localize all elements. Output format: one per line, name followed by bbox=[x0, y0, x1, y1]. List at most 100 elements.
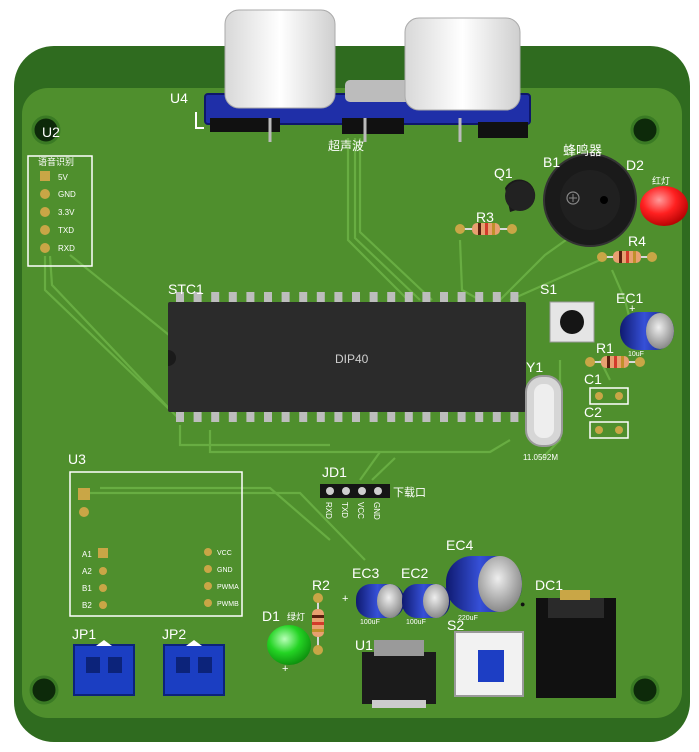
label-dip40: DIP40 bbox=[335, 352, 369, 366]
u3-pin-label: B2 bbox=[82, 601, 92, 610]
mcu-pin bbox=[193, 412, 202, 422]
capacitor-ec4 bbox=[446, 556, 522, 612]
capacitor-ec1 bbox=[620, 312, 674, 350]
mcu-pin bbox=[422, 292, 431, 302]
crystal-y1 bbox=[525, 375, 563, 447]
u3-pin-label: VCC bbox=[217, 550, 232, 557]
ultrasonic-crystal bbox=[345, 80, 415, 102]
u3-pad bbox=[99, 584, 107, 592]
u2-pin-label: GND bbox=[58, 190, 76, 199]
mcu-pin bbox=[176, 412, 184, 422]
mcu-pin bbox=[387, 292, 396, 302]
u3-pad bbox=[204, 582, 212, 590]
mcu-pin bbox=[176, 292, 184, 302]
mcu-pin bbox=[211, 292, 220, 302]
label-r1: R1 bbox=[596, 340, 614, 356]
label-download: 下载口 bbox=[393, 486, 426, 499]
mounting-hole bbox=[29, 675, 59, 705]
label-ec2-value: 100uF bbox=[406, 619, 426, 626]
u3-pin-label: B1 bbox=[82, 584, 92, 593]
download-header-jd1: RXD TXD VCC GND bbox=[320, 484, 390, 520]
mounting-hole bbox=[630, 675, 660, 705]
label-q1: Q1 bbox=[494, 165, 513, 181]
ec1-plus: + bbox=[629, 303, 635, 315]
label-r2: R2 bbox=[312, 577, 330, 593]
label-jp2: JP2 bbox=[162, 626, 186, 642]
u3-pad bbox=[98, 548, 108, 558]
led-d1 bbox=[267, 625, 311, 665]
label-r4: R4 bbox=[628, 233, 646, 249]
motor-driver-u3: A1 A2 B1 B2 VCC GND PWMA PWMB bbox=[69, 471, 243, 617]
label-u3: U3 bbox=[68, 451, 86, 467]
mounting-hole bbox=[630, 115, 660, 145]
u3-pad bbox=[79, 507, 89, 517]
mcu-pin bbox=[369, 412, 378, 422]
label-dc1: DC1 bbox=[535, 577, 563, 593]
label-ec3: EC3 bbox=[352, 565, 379, 581]
u2-pad bbox=[40, 225, 50, 235]
u2-pad bbox=[40, 171, 50, 181]
label-ec2: EC2 bbox=[401, 565, 428, 581]
ultrasonic-header bbox=[210, 118, 280, 132]
label-crystal-freq: 11.0592M bbox=[523, 453, 558, 462]
label-u4: U4 bbox=[170, 90, 188, 106]
u3-pad bbox=[204, 565, 212, 573]
u2-pin-label: RXD bbox=[58, 244, 75, 253]
label-stc1: STC1 bbox=[168, 281, 204, 297]
mcu-pin bbox=[299, 412, 308, 422]
mcu-pin bbox=[422, 412, 431, 422]
mcu-pin bbox=[264, 412, 272, 422]
label-d2: D2 bbox=[626, 157, 644, 173]
ec3-plus: + bbox=[342, 593, 348, 605]
buzzer-b1 bbox=[543, 153, 637, 247]
mcu-pin bbox=[440, 292, 448, 302]
label-green-led: 绿灯 bbox=[287, 611, 305, 622]
mounting-holes bbox=[29, 115, 660, 705]
mcu-pin bbox=[404, 292, 413, 302]
mcu-body bbox=[168, 302, 526, 412]
u3-pad bbox=[78, 488, 90, 500]
jd1-pin-label: RXD bbox=[324, 502, 333, 519]
u2-pad bbox=[40, 243, 50, 253]
u3-pin-label: A1 bbox=[82, 550, 92, 559]
mcu-pin bbox=[492, 412, 501, 422]
label-ec4: EC4 bbox=[446, 537, 473, 553]
ultrasonic-header bbox=[478, 122, 528, 138]
ultrasonic-module bbox=[195, 9, 531, 142]
mcu-pin bbox=[299, 292, 308, 302]
label-y1: Y1 bbox=[526, 359, 543, 375]
jd1-pin-label: VCC bbox=[356, 502, 365, 519]
mcu-pin bbox=[211, 412, 220, 422]
u3-pad bbox=[204, 599, 212, 607]
label-s1: S1 bbox=[540, 281, 557, 297]
mcu-pin bbox=[246, 412, 255, 422]
label-ec3-value: 100uF bbox=[360, 619, 380, 626]
mcu-pin bbox=[457, 292, 466, 302]
capacitor-ec3 bbox=[356, 584, 404, 618]
mcu-pin bbox=[475, 412, 484, 422]
label-r3: R3 bbox=[476, 209, 494, 225]
mounting-hole bbox=[31, 115, 61, 145]
voice-module-outline bbox=[27, 155, 93, 267]
jd1-pin-label: TXD bbox=[340, 502, 349, 518]
mcu-pin bbox=[246, 292, 255, 302]
u2-pad bbox=[40, 207, 50, 217]
mcu-pin bbox=[510, 292, 519, 302]
transistor-q1 bbox=[505, 179, 536, 212]
label-s2: S2 bbox=[447, 617, 464, 633]
u3-pin-label: PWMB bbox=[217, 601, 239, 608]
mcu-pin bbox=[334, 412, 343, 422]
label-ec4-value: 220uF bbox=[458, 615, 478, 622]
u3-pin-label: GND bbox=[217, 567, 233, 574]
u2-pad bbox=[40, 189, 50, 199]
mcu-pin bbox=[228, 292, 237, 302]
switch-s1 bbox=[549, 301, 595, 343]
u2-pin-label: 3.3V bbox=[58, 208, 75, 217]
mcu-pin bbox=[352, 412, 360, 422]
mcu-pin bbox=[369, 292, 378, 302]
ultrasonic-header bbox=[342, 118, 404, 134]
u3-pin-label: A2 bbox=[82, 567, 92, 576]
label-red-led: 红灯 bbox=[652, 175, 670, 186]
mcu-pin bbox=[316, 292, 325, 302]
label-d1: D1 bbox=[262, 608, 280, 624]
